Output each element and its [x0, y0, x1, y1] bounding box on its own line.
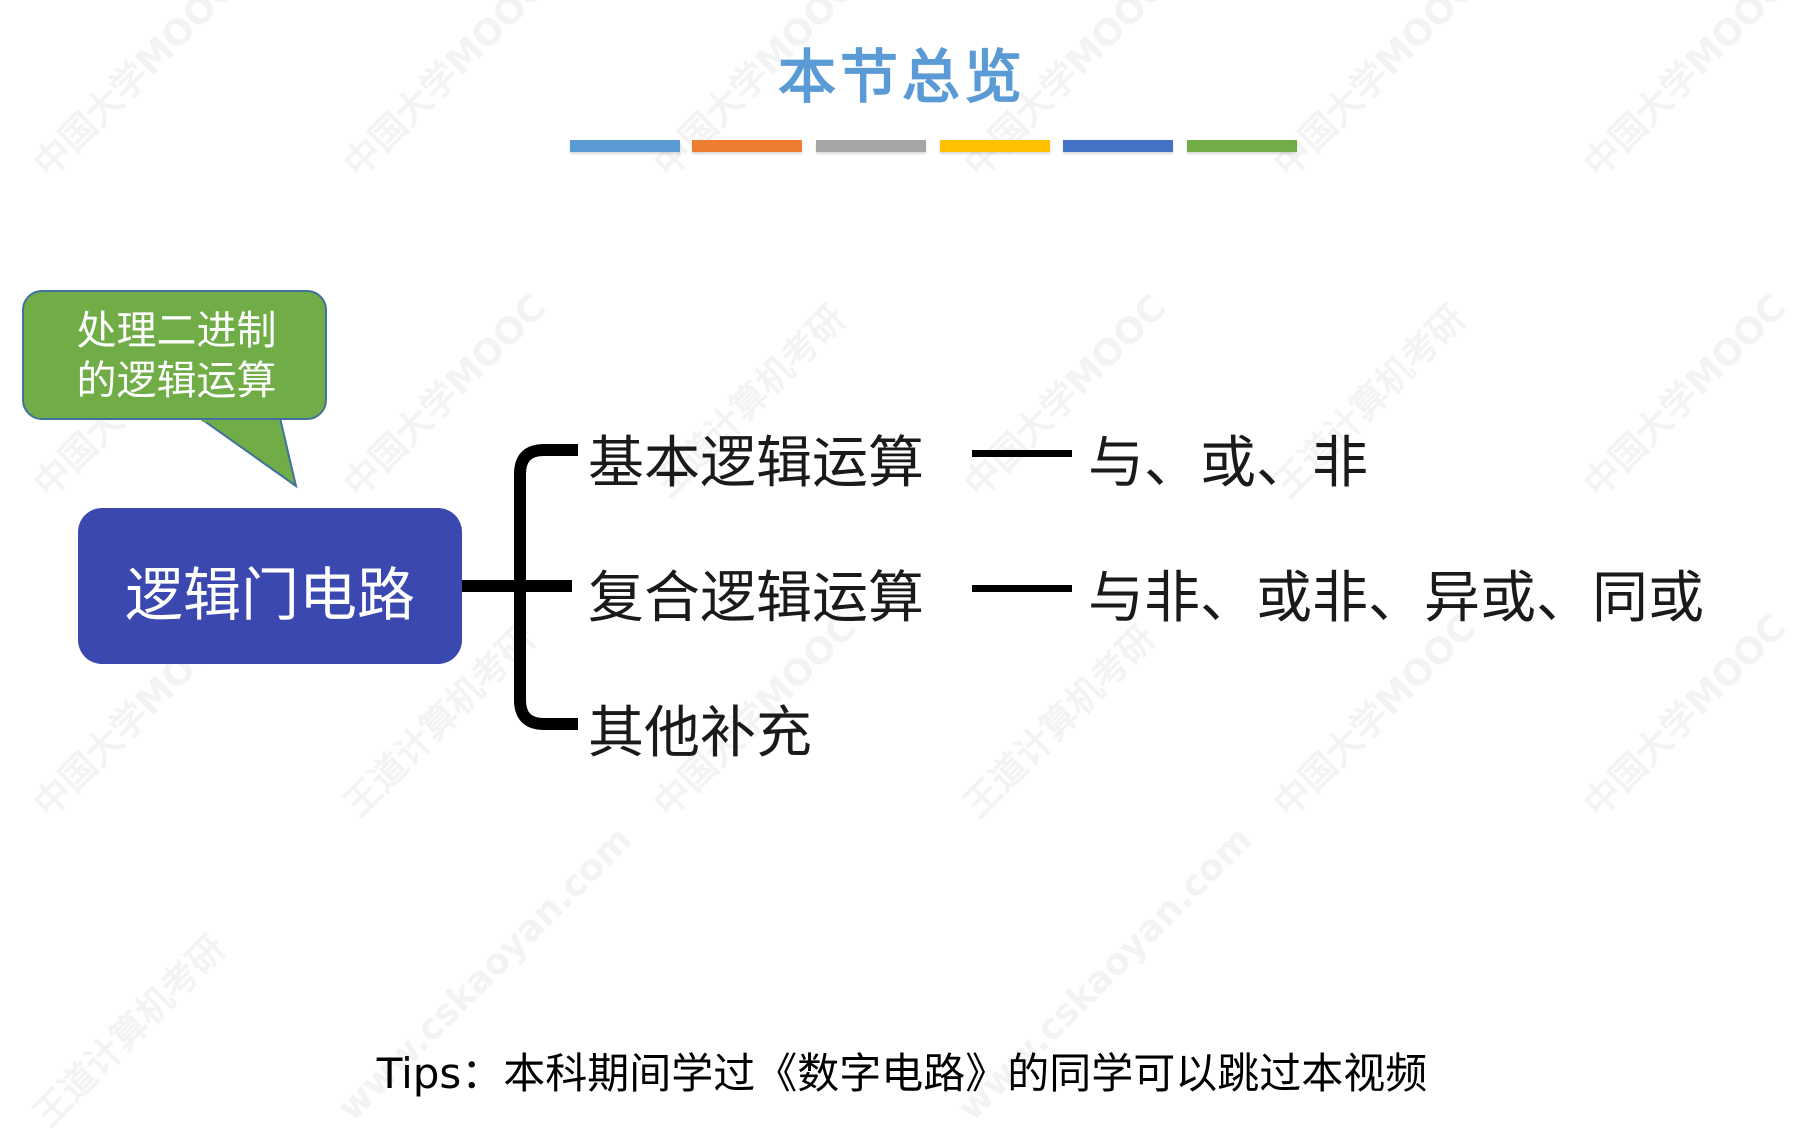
root-node: 逻辑门电路	[78, 508, 462, 664]
branch-detail-compound: 与非、或非、异或、同或	[1088, 566, 1704, 631]
page-title: 本节总览	[777, 43, 1026, 111]
branch-label-basic: 基本逻辑运算	[588, 431, 924, 496]
color-bar	[940, 140, 1050, 152]
color-bar	[692, 140, 802, 152]
branch-dash	[972, 585, 1072, 592]
root-node-label: 逻辑门电路	[124, 561, 415, 629]
color-bar	[816, 140, 926, 152]
title-color-bars	[570, 140, 1300, 154]
watermark: 王道计算机考研	[956, 618, 1164, 826]
color-bar	[1063, 140, 1173, 152]
branch-dash	[972, 450, 1072, 457]
branch-label-other: 其他补充	[588, 701, 812, 766]
callout-line: 处理二进制	[76, 308, 277, 354]
callout-bubble: 处理二进制 的逻辑运算	[22, 290, 327, 420]
watermark: 中国大学MOOC	[336, 287, 555, 506]
watermark: 中国大学MOOC	[1576, 607, 1795, 826]
color-bar	[1187, 140, 1297, 152]
watermark: 中国大学MOOC	[1266, 607, 1485, 826]
branch-detail-basic: 与、或、非	[1088, 431, 1368, 496]
watermark: 中国大学MOOC	[1576, 287, 1795, 506]
color-bar	[570, 140, 680, 152]
tips-text: Tips：本科期间学过《数字电路》的同学可以跳过本视频	[376, 1049, 1428, 1098]
branch-label-compound: 复合逻辑运算	[588, 566, 924, 631]
callout-text: 处理二进制 的逻辑运算	[24, 306, 329, 406]
callout-line: 的逻辑运算	[76, 358, 277, 404]
